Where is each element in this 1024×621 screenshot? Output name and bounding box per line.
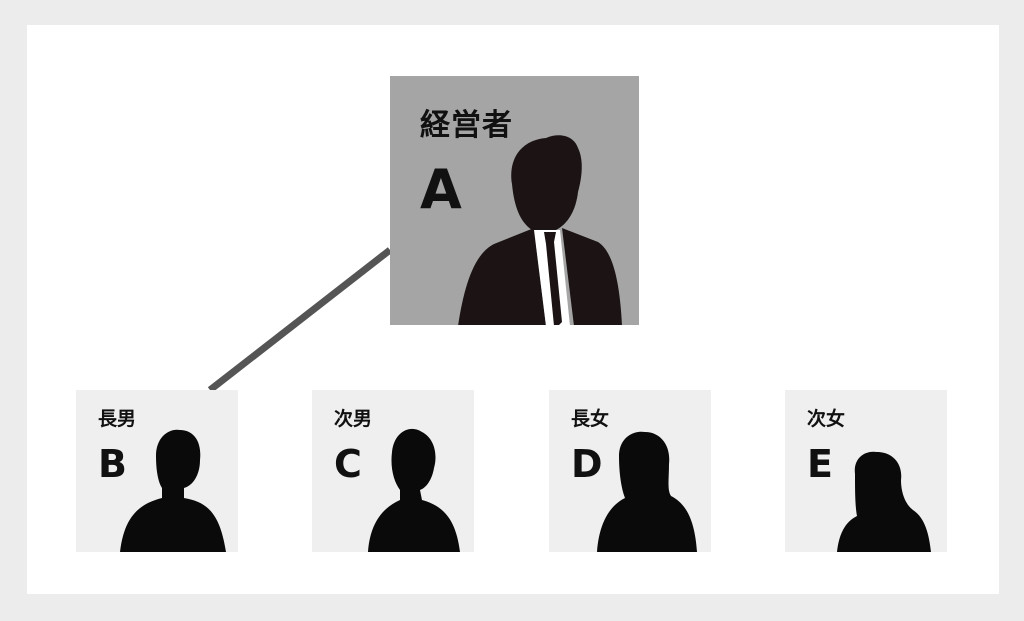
- woman-silhouette-icon: [837, 451, 931, 552]
- child-card-e: 次女 E: [785, 390, 947, 552]
- woman-silhouette-icon: [597, 431, 697, 552]
- child-role-label: 次女: [807, 408, 846, 430]
- child-role-label: 長女: [571, 408, 610, 430]
- child-card-b: 長男 B: [76, 390, 238, 552]
- child-letter: C: [334, 442, 362, 486]
- child-letter: D: [571, 442, 603, 486]
- child-role-label: 次男: [334, 408, 373, 430]
- businessman-silhouette-icon: [458, 135, 622, 325]
- child-card-c: 次男 C: [312, 390, 474, 552]
- man-silhouette-icon: [368, 428, 460, 552]
- child-role-label: 長男: [98, 408, 137, 430]
- child-card-d: 長女 D: [549, 390, 711, 552]
- owner-role-label: 経営者: [420, 108, 513, 143]
- man-silhouette-icon: [120, 429, 226, 552]
- child-letter: E: [807, 442, 833, 486]
- child-letter: B: [98, 442, 127, 486]
- owner-letter: A: [420, 158, 462, 221]
- owner-card: 経営者 A: [390, 76, 639, 325]
